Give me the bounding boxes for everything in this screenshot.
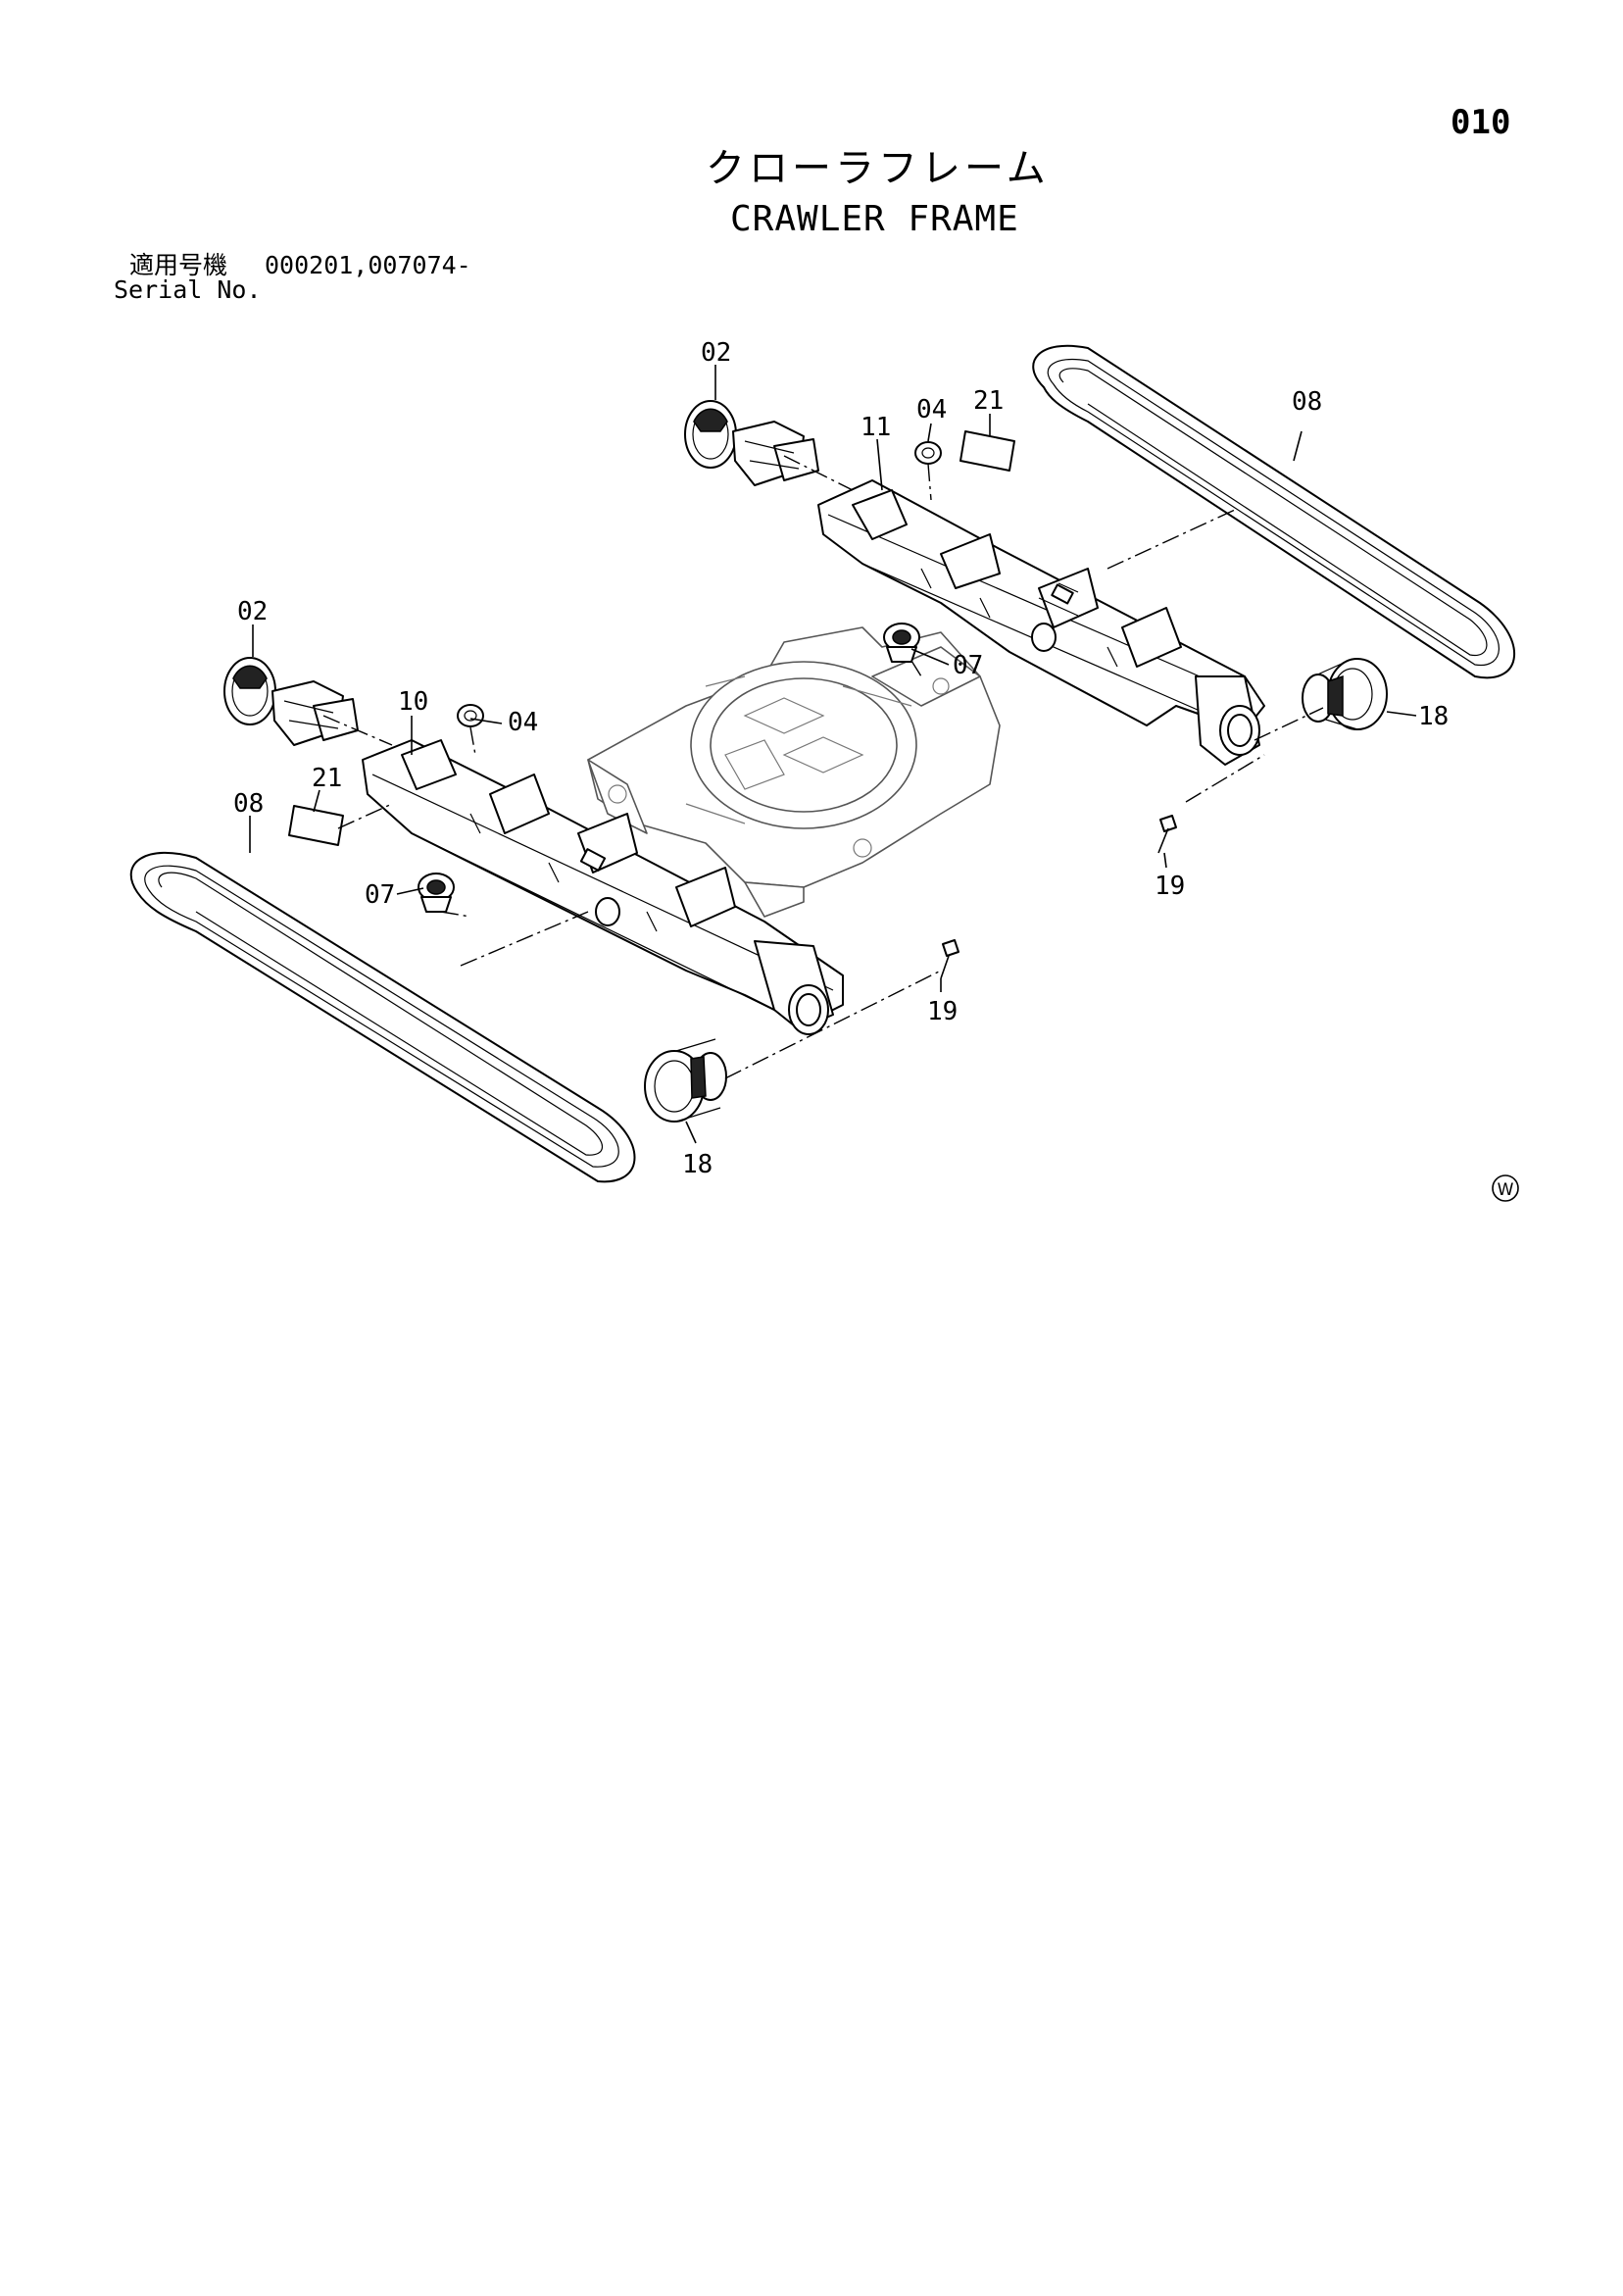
assembly-line [1254, 707, 1324, 741]
callout-cylinder-upper: 04 [916, 395, 947, 424]
callout-motor-upper: 18 [1418, 702, 1449, 731]
callout-track-upper: 08 [1292, 387, 1322, 417]
center-frame-body [587, 626, 1001, 918]
bolt-upper [1157, 815, 1177, 854]
page-title-japanese: クローラフレーム [706, 146, 1050, 191]
callout-bolt-upper: 19 [1155, 872, 1185, 901]
side-frame-upper [817, 479, 1265, 766]
plate-upper [959, 430, 1015, 472]
idler-upper [684, 400, 819, 486]
idler-lower [223, 657, 359, 746]
callout-idler-upper: 02 [701, 338, 731, 368]
callout-frame-upper: 11 [861, 413, 891, 442]
travel-motor-upper [1302, 658, 1388, 730]
cylinder-upper [914, 441, 942, 465]
watermark-letter: W [1498, 1180, 1514, 1200]
callout-cylinder-lower: 04 [508, 708, 538, 737]
serial-label-english: Serial No. [114, 275, 262, 304]
bolt-lower [940, 939, 959, 979]
callout-motor-lower: 18 [682, 1150, 713, 1179]
track-lower [129, 851, 636, 1183]
callout-roller-upper: 07 [953, 651, 983, 680]
plate-lower [288, 805, 344, 846]
callout-bolt-lower: 19 [927, 997, 958, 1026]
page-number: 010 [1451, 103, 1511, 142]
page-title-english: CRAWLER FRAME [730, 199, 1019, 239]
callout-plate-upper: 21 [973, 386, 1004, 416]
travel-motor-lower [644, 1038, 727, 1123]
roller-lower [418, 873, 455, 913]
cylinder-lower [457, 704, 484, 727]
serial-numbers: 000201,007074- [265, 251, 471, 279]
callout-track-lower: 08 [233, 789, 264, 819]
side-frame-lower [362, 739, 844, 1035]
callout-plate-lower: 21 [312, 764, 342, 793]
callout-idler-lower: 02 [237, 597, 268, 626]
callout-frame-lower: 10 [398, 687, 428, 717]
callout-roller-lower: 07 [365, 880, 395, 910]
watermark-symbol: W [1492, 1174, 1519, 1202]
roller-upper [883, 623, 920, 663]
leader-lines [249, 365, 1417, 1144]
serial-label-japanese: 適用号機 [129, 251, 228, 279]
track-upper [1032, 344, 1516, 679]
